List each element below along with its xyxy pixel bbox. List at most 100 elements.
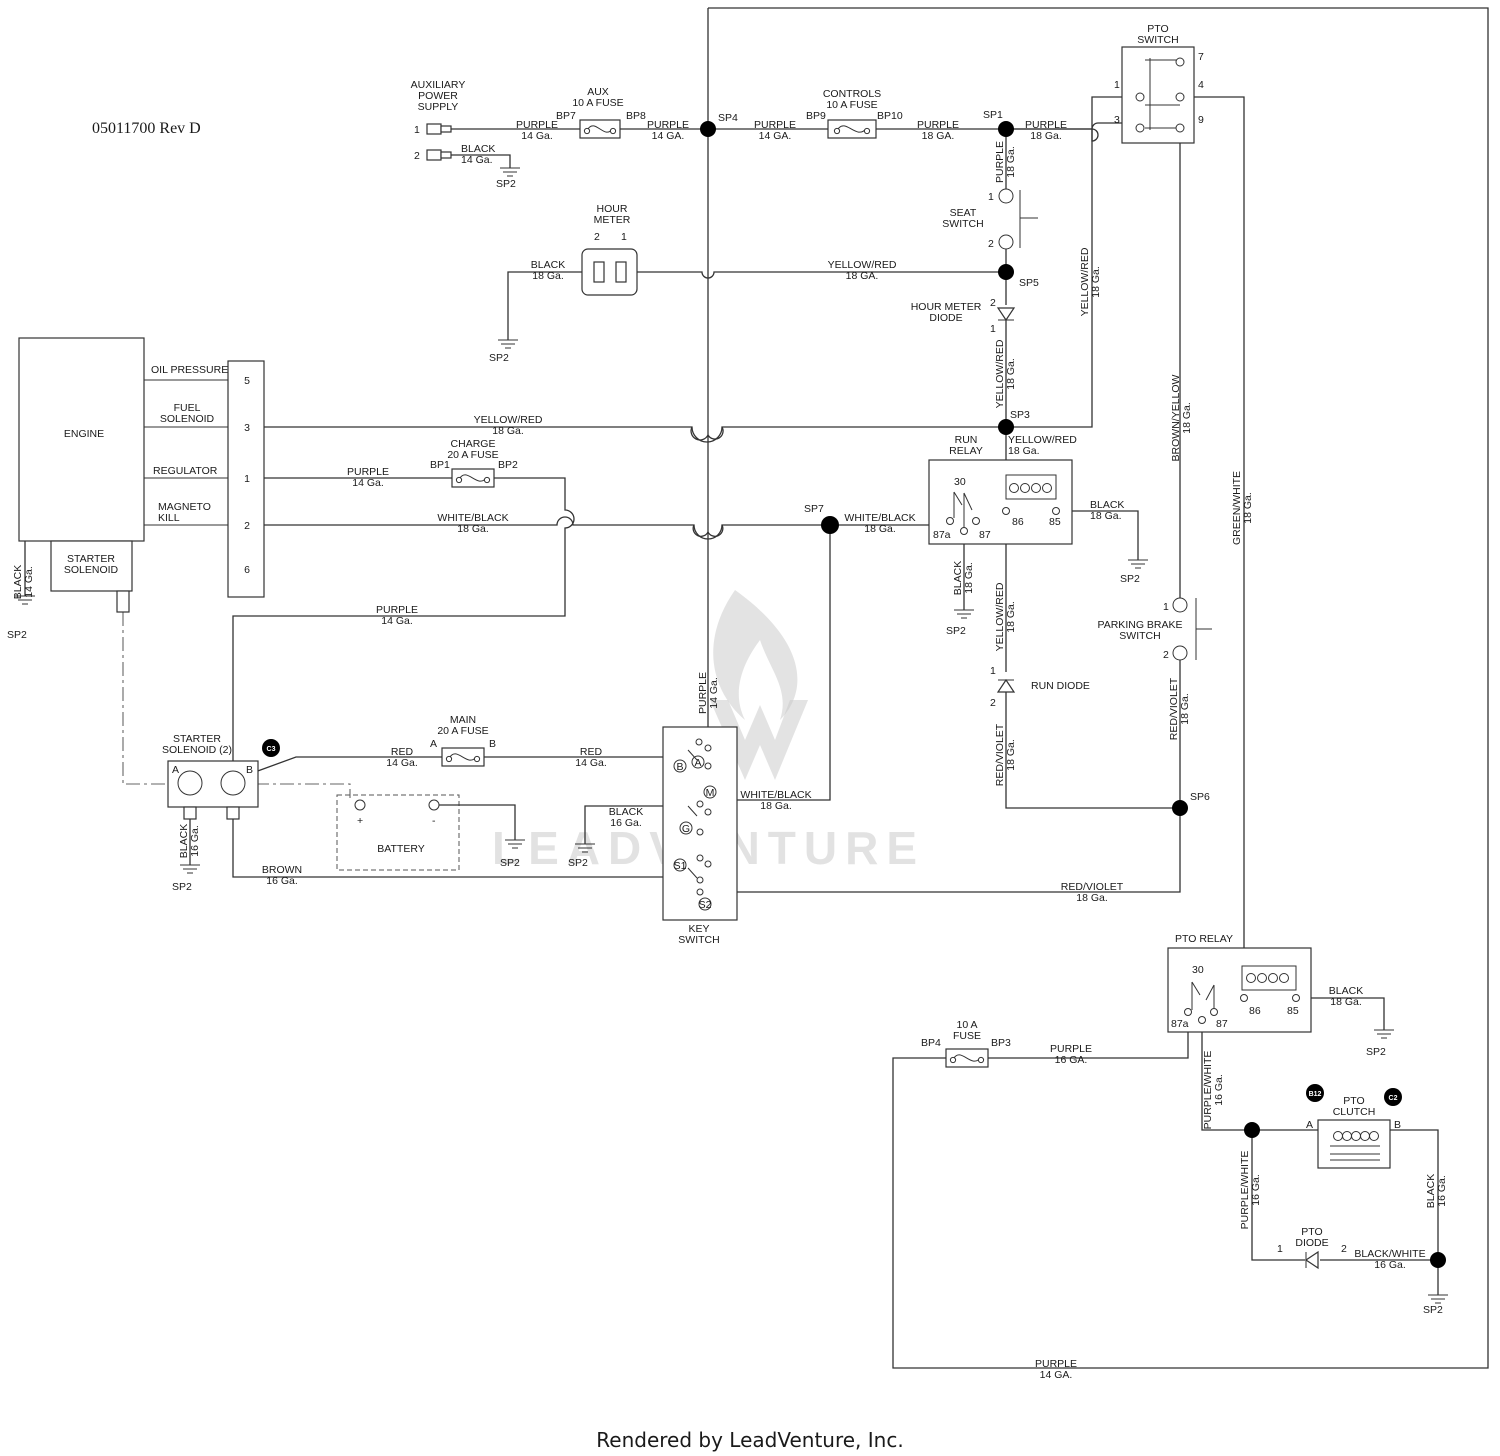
hmd-pin-1: 1 <box>990 323 996 335</box>
solenoid-pin-b: B <box>246 764 253 776</box>
ground-engine-label: SP2 <box>7 629 27 641</box>
circuit-tags: C3 B12 C2 <box>262 739 1402 1106</box>
ground-key-label: SP2 <box>568 857 588 869</box>
key-pin-b: B <box>676 761 683 773</box>
pto-pin-9: 9 <box>1198 114 1204 126</box>
solenoid-pin-a: A <box>172 764 179 776</box>
ground-key: SP2 <box>568 843 595 869</box>
sp5-label: SP5 <box>1019 277 1039 289</box>
splice-points: SP4 SP1 SP5 SP3 SP7 SP6 <box>700 109 1446 1268</box>
wire-engine-black: BLACK14 Ga. <box>12 565 35 599</box>
ground-pto-relay-label: SP2 <box>1366 1046 1386 1058</box>
sp3-label: SP3 <box>1010 409 1030 421</box>
oil-pressure-label: OIL PRESSURE <box>151 364 228 376</box>
bp1-label: BP1 <box>430 459 450 471</box>
ground-aux: SP2 <box>496 167 520 190</box>
park-pin-1: 1 <box>1163 601 1169 613</box>
run-relay-pin-85: 85 <box>1049 516 1061 528</box>
pto-relay: PTO RELAY 30 87a 87 86 85 <box>1167 933 1312 1033</box>
battery-label: BATTERY <box>377 843 424 855</box>
hour-meter-pin-2: 2 <box>594 231 600 243</box>
run-diode-pin-1: 1 <box>990 665 996 677</box>
aux-pin-2: 2 <box>414 150 420 162</box>
aux-pin-1: 1 <box>414 124 420 136</box>
wire-run-yellow-red: YELLOW/RED18 Ga. <box>994 582 1017 651</box>
ground-hour-label: SP2 <box>489 352 509 364</box>
engine-pin-6: 6 <box>244 564 250 576</box>
engine-label: ENGINE <box>64 428 104 440</box>
wire-green-white: GREEN/WHITE18 Ga. <box>1231 471 1254 545</box>
tag-c2: C2 <box>1389 1095 1398 1102</box>
clutch-pin-a: A <box>1306 1119 1313 1131</box>
sp1-label: SP1 <box>983 109 1003 121</box>
bp7-label: BP7 <box>556 110 576 122</box>
hour-meter-pin-1: 1 <box>621 231 627 243</box>
run-relay-pin-87a: 87a <box>933 529 951 541</box>
sp6-label: SP6 <box>1190 791 1210 803</box>
engine-pin-2: 2 <box>244 520 250 532</box>
bp3-label: BP3 <box>991 1037 1011 1049</box>
ground-relay-85: SP2 <box>1120 559 1148 585</box>
run-relay-pin-30: 30 <box>954 476 966 488</box>
run-relay-pin-87: 87 <box>979 529 991 541</box>
pto-pin-1: 1 <box>1114 79 1120 91</box>
battery: + - BATTERY <box>354 799 440 855</box>
engine-pin-5: 5 <box>244 375 250 387</box>
key-pin-a: A <box>694 757 701 769</box>
run-diode-pin-2: 2 <box>990 697 996 709</box>
run-diode: RUN DIODE 1 2 <box>990 665 1090 709</box>
seat-pin-1: 1 <box>988 191 994 203</box>
wire-purple-white-relay: PURPLE/WHITE16 Ga. <box>1202 1051 1225 1130</box>
grounds: SP2 SP2 SP2 SP2 SP2 SP2 SP2 SP2 SP2 SP2 <box>7 167 1448 1316</box>
battery-minus: - <box>432 815 436 827</box>
ground-engine: SP2 <box>7 595 35 641</box>
key-pin-s2: S2 <box>699 899 712 911</box>
pto-diode-pin-2: 2 <box>1341 1243 1347 1255</box>
wire-run-red-violet: RED/VIOLET18 Ga. <box>994 723 1017 786</box>
ground-relay-85-label: SP2 <box>1120 573 1140 585</box>
wire-solenoid-black: BLACK16 Ga. <box>178 824 201 858</box>
footer-credit: Rendered by LeadVenture, Inc. <box>596 1428 903 1452</box>
pto-relay-pin-85: 85 <box>1287 1005 1299 1017</box>
pto-pin-7: 7 <box>1198 51 1204 63</box>
pto-diode-pin-1: 1 <box>1277 1243 1283 1255</box>
ground-battery-label: SP2 <box>500 857 520 869</box>
wire-pto-yellow-red: YELLOW/RED18 Ga. <box>1079 247 1102 316</box>
